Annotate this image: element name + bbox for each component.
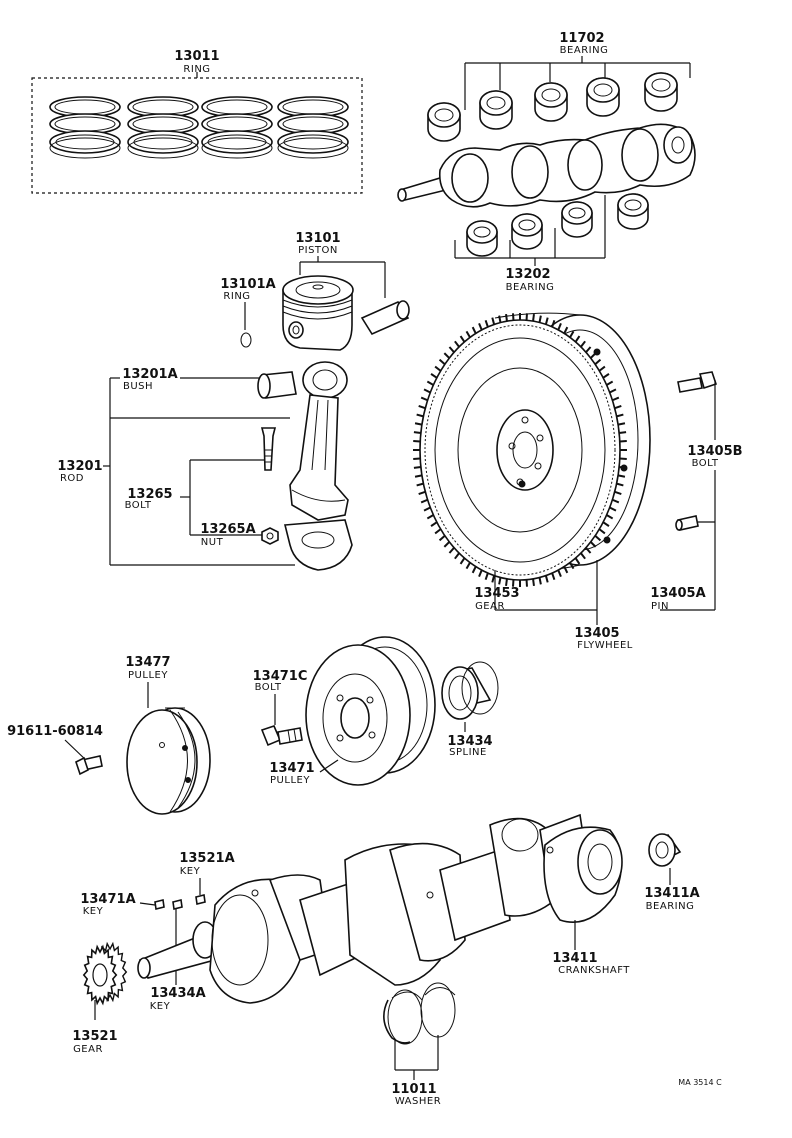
pulley-bolt-number: 13471C (253, 669, 308, 684)
flywheel[interactable] (419, 312, 651, 581)
bearing-upper-shells[interactable] (427, 72, 678, 142)
pulley-left-number: 13477 (125, 655, 170, 670)
key-upper-number: 13521A (179, 851, 234, 866)
gear-ring-name: GEAR (475, 601, 505, 612)
ring-number: 13011 (174, 49, 219, 64)
bearing-right-number: 13411A (644, 886, 699, 901)
bearing-lower-shells[interactable] (466, 193, 649, 257)
washer-leaders (394, 1035, 439, 1080)
rod-name: ROD (60, 473, 84, 484)
pulley-main-number: 13471 (269, 761, 314, 776)
bush-number: 13201A (122, 367, 177, 382)
gear-ring-number: 13453 (474, 586, 519, 601)
crankshaft-top[interactable] (397, 123, 696, 208)
pulley-bolt-name: BOLT (255, 682, 282, 693)
ring-gear-teeth[interactable] (413, 313, 627, 587)
timing-gear[interactable] (82, 941, 128, 1006)
crankshaft-name: CRANKSHAFT (558, 965, 630, 976)
ring-name: RING (183, 64, 210, 75)
nut-number: 13265A (200, 522, 255, 537)
spline[interactable] (441, 661, 499, 720)
bearing-lower-name: BEARING (506, 282, 555, 293)
rod-nut[interactable] (261, 527, 279, 545)
spline-number: 13434 (447, 734, 492, 749)
spline-name: SPLINE (449, 747, 487, 758)
small-bolt-number: 91611-60814 (7, 724, 103, 739)
crankshaft[interactable] (137, 813, 623, 1004)
flywheel-bolt[interactable] (677, 371, 718, 393)
washer-name: WASHER (395, 1096, 441, 1107)
piston-pin[interactable] (360, 300, 410, 336)
flywheel-pin[interactable] (675, 515, 699, 531)
bush-name: BUSH (123, 381, 153, 392)
rod-bolt-number: 13265 (127, 487, 172, 502)
bearing-right-name: BEARING (646, 901, 695, 912)
flywheel-bolt-name: BOLT (692, 458, 719, 469)
piston-leaders (299, 256, 386, 298)
pulley-main-name: PULLEY (270, 775, 310, 786)
bearing-top-name: BEARING (560, 45, 609, 56)
rod-number: 13201 (57, 459, 102, 474)
piston-ring-name: RING (223, 291, 250, 302)
rod-bolt[interactable] (260, 427, 277, 471)
rod-bolt-name: BOLT (125, 500, 152, 511)
rod-cap[interactable] (283, 519, 353, 571)
gear-number: 13521 (72, 1029, 117, 1044)
crankshaft-bearing[interactable] (648, 833, 682, 867)
piston-name: PISTON (298, 245, 338, 256)
footer-code: MA 3514 C (678, 1078, 722, 1087)
piston-number: 13101 (295, 231, 340, 246)
key-upper-name: KEY (180, 866, 201, 877)
connecting-rod[interactable] (289, 361, 349, 521)
piston-ring-number: 13101A (220, 277, 275, 292)
key-left-number: 13471A (80, 892, 135, 907)
thrust-washers[interactable] (383, 982, 456, 1045)
pin-name: PIN (651, 601, 669, 612)
bearing-top-leaders (464, 56, 691, 110)
flywheel-name: FLYWHEEL (577, 640, 633, 651)
pin-number: 13405A (650, 586, 705, 601)
pulley-left-name: PULLEY (128, 670, 168, 681)
rod-leaders (103, 377, 295, 566)
piston-ring-set[interactable] (31, 72, 363, 194)
key-lower-name: KEY (150, 1001, 171, 1012)
pulley-main[interactable] (305, 636, 436, 786)
nut-name: NUT (201, 537, 224, 548)
washer-number: 11011 (391, 1082, 436, 1097)
key-left-name: KEY (83, 906, 104, 917)
small-bolt[interactable] (75, 755, 103, 776)
flywheel-number: 13405 (574, 626, 619, 641)
bearing-lower-number: 13202 (505, 267, 550, 282)
bearing-lower-leaders (454, 195, 606, 266)
flywheel-leaders (494, 380, 716, 625)
bush[interactable] (257, 371, 297, 399)
flywheel-bolt-number: 13405B (687, 444, 742, 459)
snap-ring[interactable] (240, 332, 252, 348)
pulley-bolt[interactable] (260, 725, 303, 747)
bearing-top-number: 11702 (559, 31, 604, 46)
keys[interactable] (154, 894, 206, 910)
key-lower-number: 13434A (150, 986, 205, 1001)
pulley-left[interactable] (126, 707, 211, 815)
crankshaft-number: 13411 (552, 951, 597, 966)
piston[interactable] (282, 275, 354, 351)
gear-name: GEAR (73, 1044, 103, 1055)
